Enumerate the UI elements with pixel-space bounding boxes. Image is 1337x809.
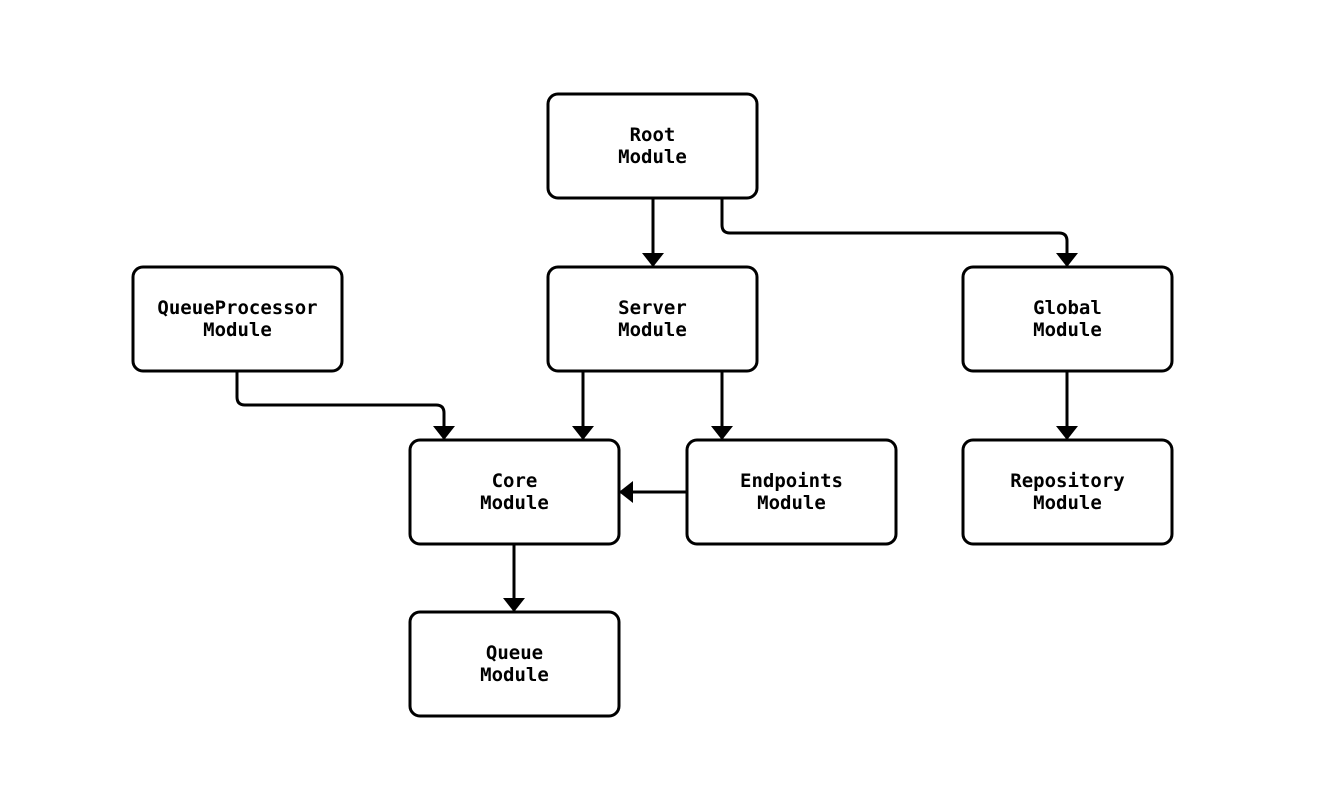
node-queue-box — [408, 610, 621, 718]
node-repository-label-line-2: Module — [1033, 492, 1102, 514]
nodes-layer: RootModuleQueueProcessorModuleServerModu… — [131, 92, 1174, 718]
node-queue-label-line-2: Module — [480, 664, 549, 686]
node-queue-label-line-1: Queue — [486, 642, 543, 664]
node-server-label-line-2: Module — [618, 319, 687, 341]
node-global-label-line-2: Module — [1033, 319, 1102, 341]
node-repository-box — [961, 438, 1174, 546]
node-global-box — [961, 265, 1174, 373]
node-endpoints-label-line-2: Module — [757, 492, 826, 514]
node-queueprocessor-box — [131, 265, 344, 373]
node-queueprocessor-label-line-2: Module — [203, 319, 272, 341]
node-server-box — [546, 265, 759, 373]
edge-queueprocessor-core — [235, 371, 455, 440]
node-core-label-line-1: Core — [492, 470, 538, 492]
node-root-label-line-1: Root — [630, 124, 676, 146]
node-core-box — [408, 438, 621, 546]
node-global-label-line-1: Global — [1033, 297, 1102, 319]
node-endpoints-label-line-1: Endpoints — [740, 470, 843, 492]
node-server-label-line-1: Server — [618, 297, 687, 319]
node-endpoints-box — [685, 438, 898, 546]
node-root-box — [546, 92, 759, 200]
edges-layer — [235, 198, 1078, 612]
node-queueprocessor-label-line-1: QueueProcessor — [157, 297, 317, 319]
node-repository-label-line-1: Repository — [1010, 470, 1124, 492]
node-core-label-line-2: Module — [480, 492, 549, 514]
node-root-label-line-2: Module — [618, 146, 687, 168]
edge-root-global — [720, 198, 1078, 267]
